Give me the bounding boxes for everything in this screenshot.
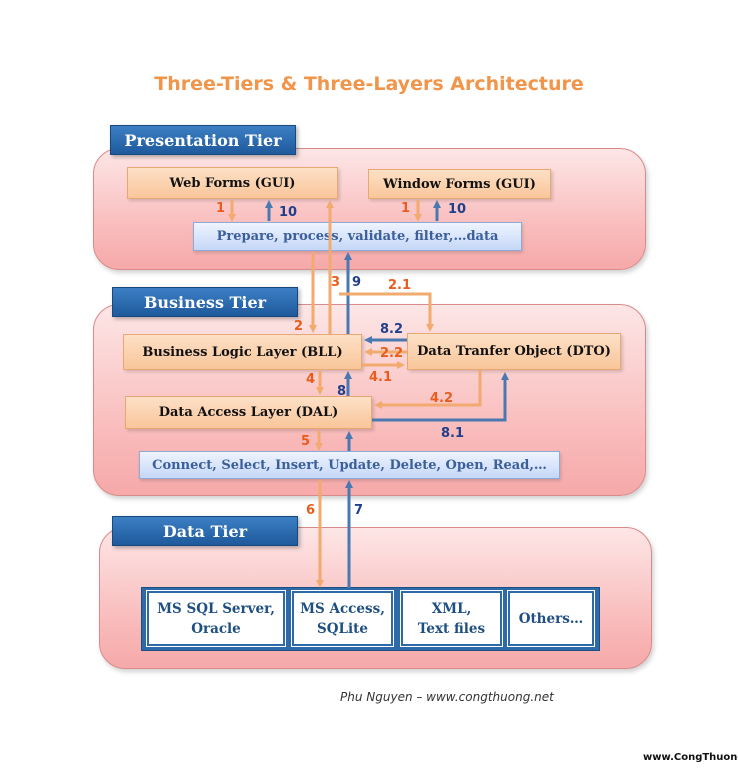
step-label-8-1: 8.1: [441, 426, 465, 441]
data-source-access-line2: SQLite: [317, 620, 368, 637]
step-label-8: 8: [337, 384, 347, 399]
business-tier-label: Business Tier: [112, 287, 298, 317]
step-label-1-web: 1: [216, 201, 226, 216]
dto-box: Data Tranfer Object (DTO): [407, 333, 621, 370]
dal-operations-bar: Connect, Select, Insert, Update, Delete,…: [139, 451, 560, 479]
data-source-others-line1: Others…: [518, 610, 584, 627]
data-source-xml-line1: XML,: [431, 600, 472, 617]
watermark: www.CongThuong.net: [643, 752, 738, 763]
step-label-8-2: 8.2: [380, 322, 404, 337]
step-label-10-window: 10: [448, 202, 467, 217]
step-label-4: 4: [306, 372, 316, 387]
data-source-sqlserver-line2: Oracle: [191, 620, 241, 637]
step-label-3: 3: [331, 275, 341, 290]
diagram-title: Three-Tiers & Three-Layers Architecture: [154, 73, 584, 95]
step-label-2-1: 2.1: [388, 278, 412, 293]
data-source-xml: XML, Text files: [400, 590, 503, 647]
step-label-2-2: 2.2: [380, 346, 404, 361]
arrow-step-8-1: [372, 372, 509, 422]
step-label-6: 6: [306, 503, 316, 518]
data-source-others: Others…: [507, 590, 595, 647]
data-source-xml-line2: Text files: [417, 620, 486, 637]
data-source-sqlserver-line1: MS SQL Server,: [157, 600, 275, 617]
step-label-9: 9: [352, 275, 362, 290]
arrow-step-4-2: [374, 370, 482, 409]
presentation-tier-label: Presentation Tier: [110, 125, 296, 155]
dal-box: Data Access Layer (DAL): [125, 396, 372, 429]
data-source-sqlserver: MS SQL Server, Oracle: [146, 590, 286, 647]
data-source-access: MS Access, SQLite: [291, 590, 394, 647]
presentation-process-bar: Prepare, process, validate, filter,…data: [193, 222, 522, 251]
step-label-5: 5: [301, 434, 311, 449]
step-label-2: 2: [294, 319, 304, 334]
author-credit: Phu Nguyen – www.congthuong.net: [340, 690, 554, 704]
step-label-4-2: 4.2: [430, 391, 454, 406]
data-tier-label: Data Tier: [112, 516, 298, 546]
bll-box: Business Logic Layer (BLL): [123, 334, 362, 370]
arrow-step-2-1: [339, 292, 434, 332]
step-label-7: 7: [354, 503, 364, 518]
data-source-access-line1: MS Access,: [300, 600, 385, 617]
step-label-4-1: 4.1: [369, 370, 393, 385]
window-forms-box: Window Forms (GUI): [368, 169, 551, 199]
step-label-10-web: 10: [279, 205, 298, 220]
web-forms-box: Web Forms (GUI): [127, 167, 338, 199]
step-label-1-window: 1: [401, 201, 411, 216]
